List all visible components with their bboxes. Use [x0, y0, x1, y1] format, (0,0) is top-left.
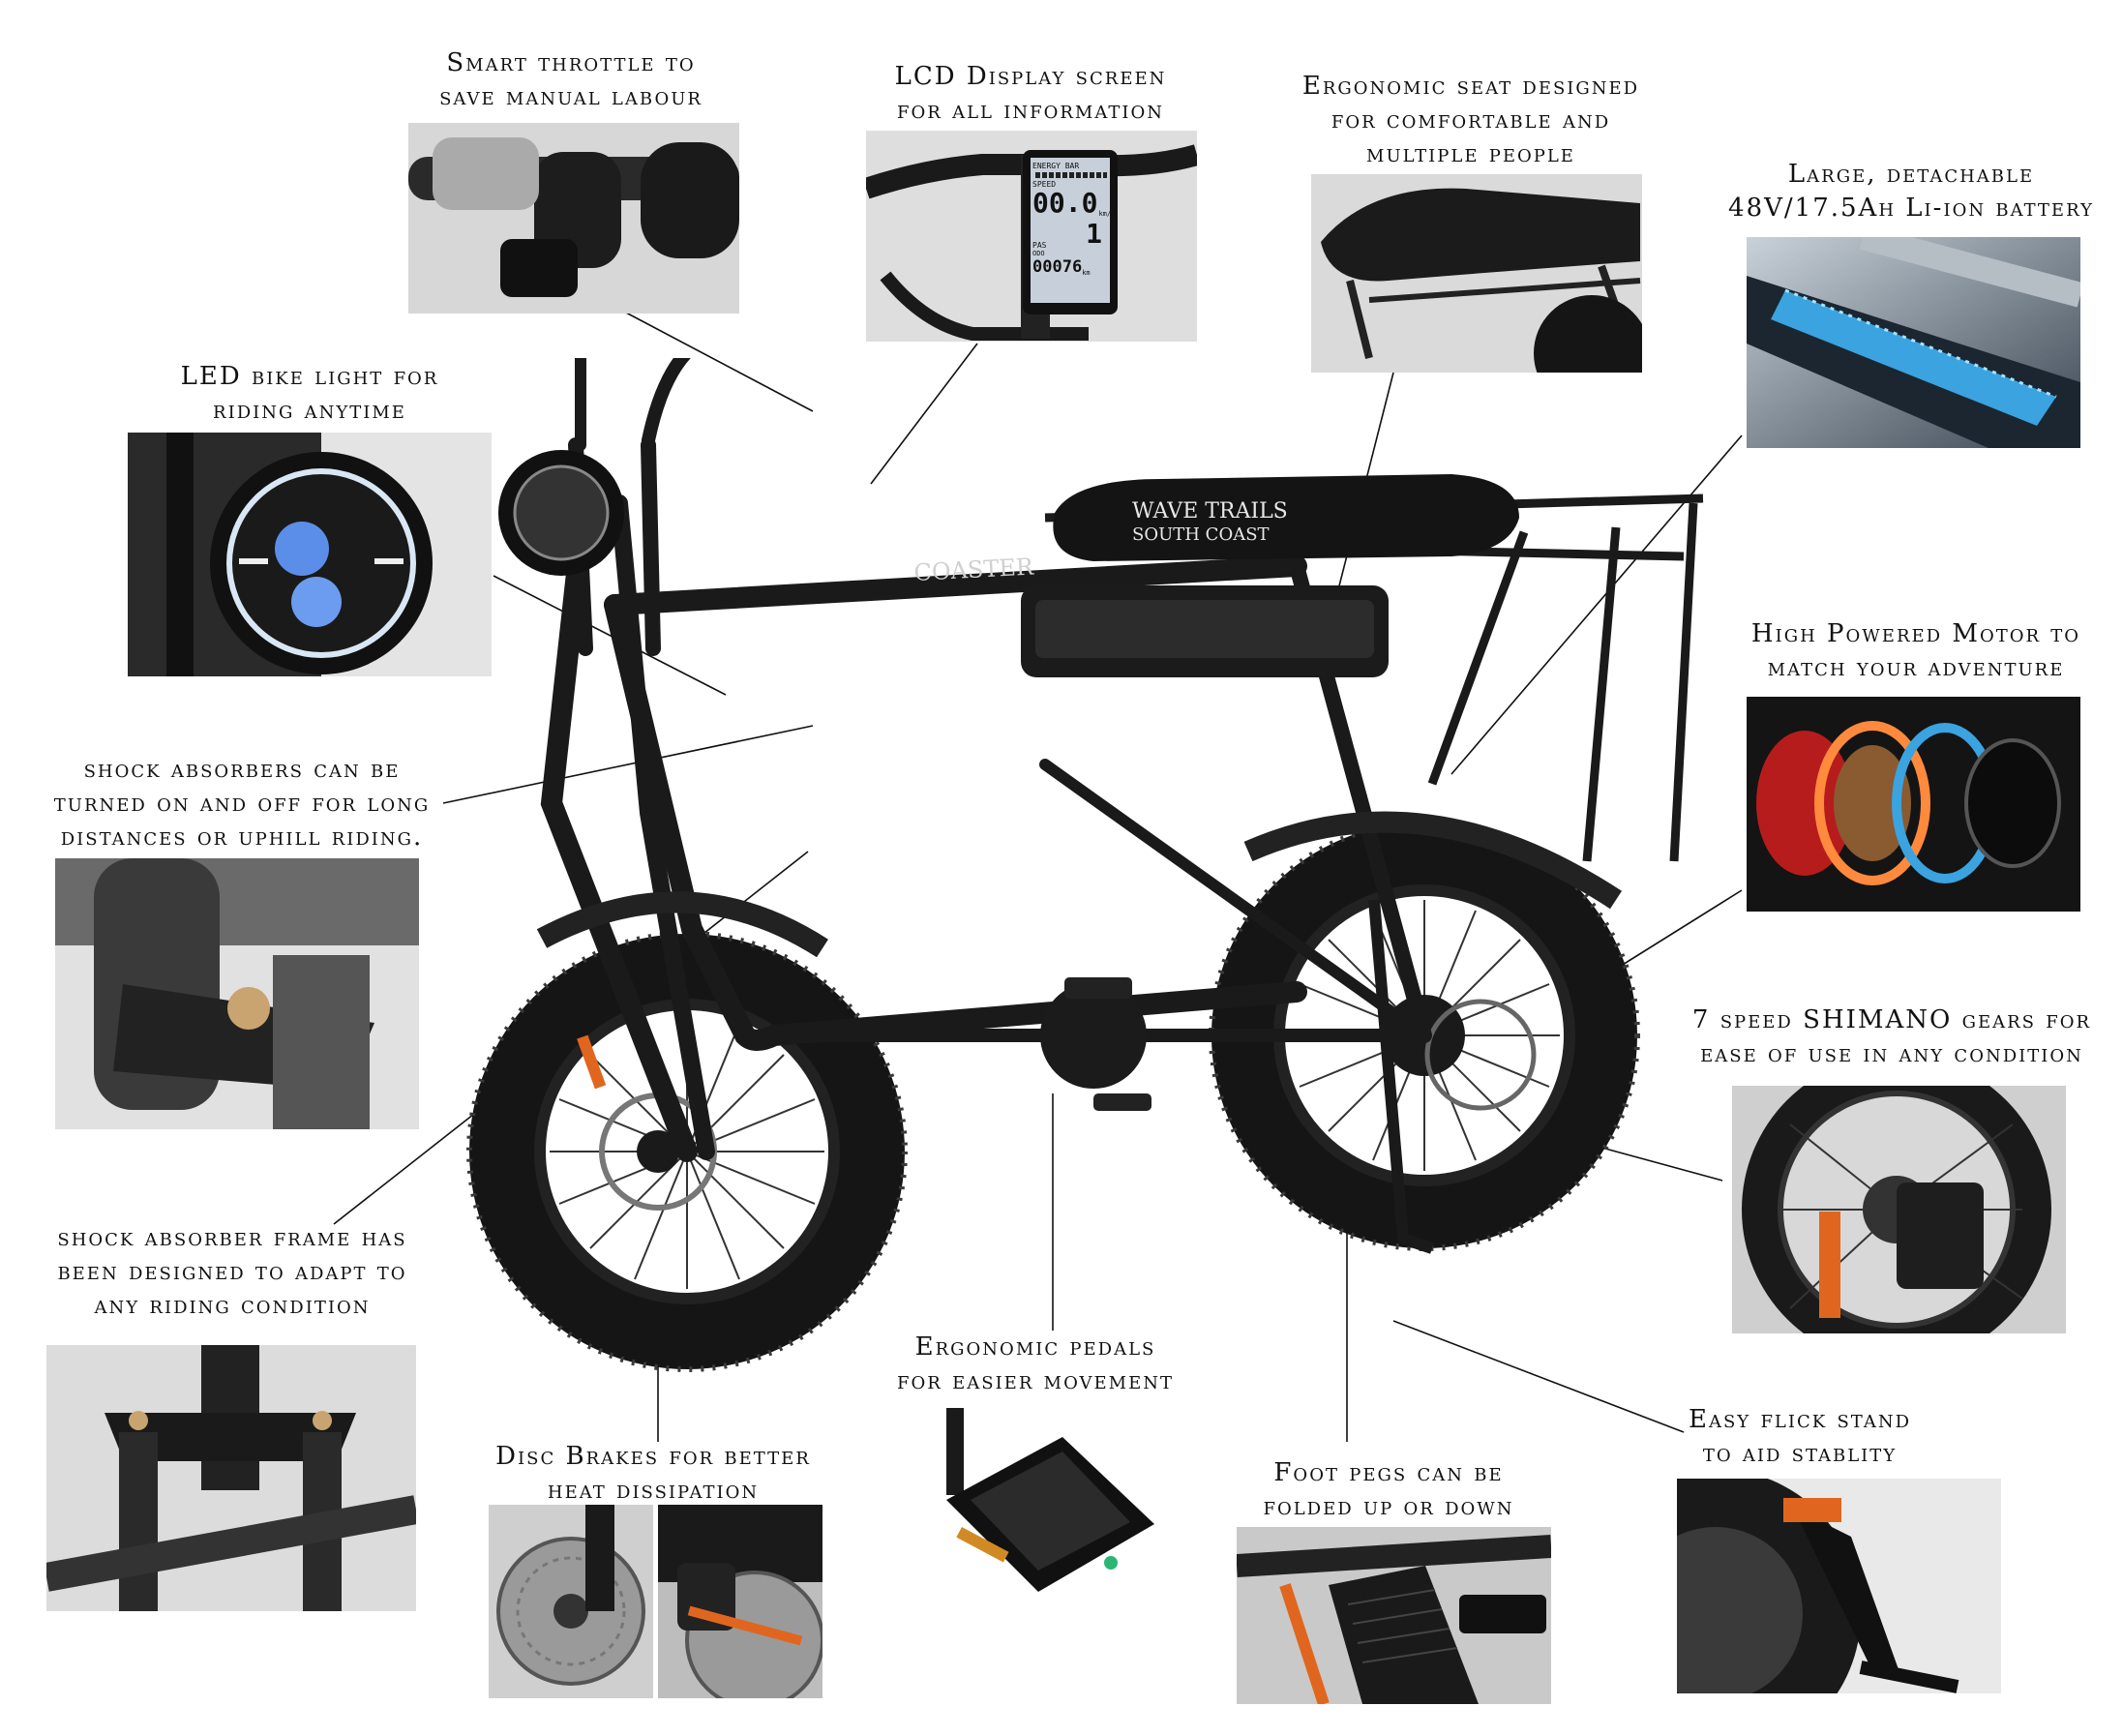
led-light-photo — [128, 433, 492, 676]
throttle-caption-line2: save manual labour — [439, 82, 703, 111]
shock-toggle-caption-line1: shock absorbers can be — [83, 755, 401, 784]
pedals-caption-line1: Ergonomic pedals — [914, 1332, 1156, 1362]
gears-caption-line2: ease of use in any condition — [1700, 1039, 2083, 1068]
lcd-screen: ENERGY BAR SPEED 00.0 km/h PAS 1 ODO 000… — [1032, 160, 1115, 303]
motor-caption-line2: match your adventure — [1767, 653, 2065, 682]
stand-caption-line1: Easy flick stand — [1688, 1405, 1912, 1434]
gears-caption-line1: 7 speed SHIMANO gears for — [1691, 1005, 2092, 1034]
pedals-caption: Ergonomic pedals for easier movement — [871, 1331, 1200, 1398]
led-caption-line2: riding anytime — [213, 396, 406, 425]
bike-illustration: WAVE TRAILS SOUTH COAST COASTER — [466, 358, 1704, 1372]
fenders — [536, 811, 1623, 958]
battery-caption-line1: Large, detachable — [1787, 160, 2035, 189]
seat-caption: Ergonomic seat designed for comfortable … — [1277, 70, 1664, 171]
frame-brand: COASTER — [913, 554, 1035, 586]
lcd-speed-label: SPEED — [1032, 180, 1057, 189]
throttle-caption: Smart throttle to save manual labour — [406, 46, 735, 114]
disc-brakes-caption-line1: Disc Brakes for better — [495, 1442, 811, 1471]
foot-pegs-caption-line1: Foot pegs can be — [1273, 1458, 1504, 1487]
pedals-photo — [937, 1408, 1159, 1606]
motor-caption-line1: High Powered Motor to — [1750, 619, 2081, 648]
seat-caption-line2: for comfortable and — [1331, 105, 1611, 135]
seat-caption-line1: Ergonomic seat designed — [1301, 72, 1640, 101]
shock-toggle-caption: shock absorbers can be turned on and off… — [29, 753, 455, 854]
headlight — [498, 450, 624, 576]
lcd-photo: ENERGY BAR SPEED 00.0 km/h PAS 1 ODO 000… — [866, 131, 1197, 342]
lcd-caption-line2: for all information — [897, 96, 1164, 125]
shock-frame-caption-line2: been designed to adapt to — [57, 1257, 407, 1286]
motor-photo — [1747, 697, 2080, 912]
shock-frame-caption: shock absorber frame has been designed t… — [29, 1221, 435, 1323]
foot-pegs-caption: Foot pegs can be folded up or down — [1239, 1456, 1539, 1524]
led-caption: LED bike light for riding anytime — [145, 360, 474, 428]
shock-frame-caption-line3: any riding condition — [94, 1291, 371, 1320]
gears-photo — [1732, 1086, 2066, 1333]
motor-caption: High Powered Motor to match your adventu… — [1722, 617, 2109, 685]
lcd-speed: 00.0 — [1032, 187, 1098, 219]
lcd-bar-label: ENERGY BAR — [1032, 162, 1080, 170]
gears-caption: 7 speed SHIMANO gears for ease of use in… — [1674, 1003, 2109, 1071]
throttle-caption-line1: Smart throttle to — [446, 48, 696, 77]
lcd-caption: LCD Display screen for all information — [861, 60, 1200, 128]
kickstand — [1368, 899, 1434, 1254]
disc-brakes-photo-right — [658, 1505, 822, 1698]
battery-caption-line2: 48V/17.5Ah Li-ion battery — [1728, 194, 2094, 223]
shock-frame-caption-line1: shock absorber frame has — [57, 1223, 407, 1252]
disc-brakes-caption-line2: heat dissipation — [547, 1476, 760, 1505]
shock-frame-photo — [46, 1345, 416, 1611]
lcd-odo-unit: km — [1082, 269, 1091, 277]
seat-caption-line3: multiple people — [1366, 139, 1575, 168]
battery-caption: Large, detachable 48V/17.5Ah Li-ion batt… — [1713, 158, 2109, 225]
stand-caption-line2: to aid stablity — [1702, 1439, 1898, 1468]
disc-brakes-photo-left — [489, 1505, 653, 1698]
lcd-energy-bar — [1035, 172, 1107, 178]
seat-brand-line1: WAVE TRAILS — [1132, 499, 1288, 524]
throttle-photo — [408, 123, 739, 314]
seat-photo — [1311, 174, 1642, 373]
disc-brakes-caption: Disc Brakes for better heat dissipation — [479, 1440, 827, 1508]
seat: WAVE TRAILS SOUTH COAST — [1053, 474, 1519, 561]
foot-pegs-photo — [1237, 1527, 1551, 1704]
pedals-caption-line2: for easier movement — [897, 1366, 1174, 1395]
battery-photo — [1747, 237, 2080, 448]
lcd-odo: 00076 — [1032, 257, 1083, 277]
lcd-pas-label: PAS — [1032, 241, 1047, 250]
lcd-caption-line1: LCD Display screen — [894, 62, 1167, 91]
stand-photo — [1677, 1479, 2001, 1693]
battery — [1021, 585, 1389, 677]
foot-pegs-caption-line2: folded up or down — [1263, 1492, 1514, 1521]
lcd-unit: km/h — [1098, 210, 1116, 218]
shock-toggle-caption-line3: distances or uphill riding. — [60, 823, 424, 852]
stand-caption: Easy flick stand to aid stablity — [1664, 1403, 1935, 1471]
seat-brand-line2: SOUTH COAST — [1132, 524, 1270, 545]
crank-and-pedals — [1040, 977, 1151, 1111]
shock-toggle-caption-line2: turned on and off for long — [53, 789, 431, 818]
lcd-odo-label: ODO — [1032, 250, 1045, 257]
lcd-pas: 1 — [1086, 218, 1102, 250]
shock-toggle-photo — [55, 858, 419, 1129]
led-caption-line1: LED bike light for — [180, 362, 439, 391]
